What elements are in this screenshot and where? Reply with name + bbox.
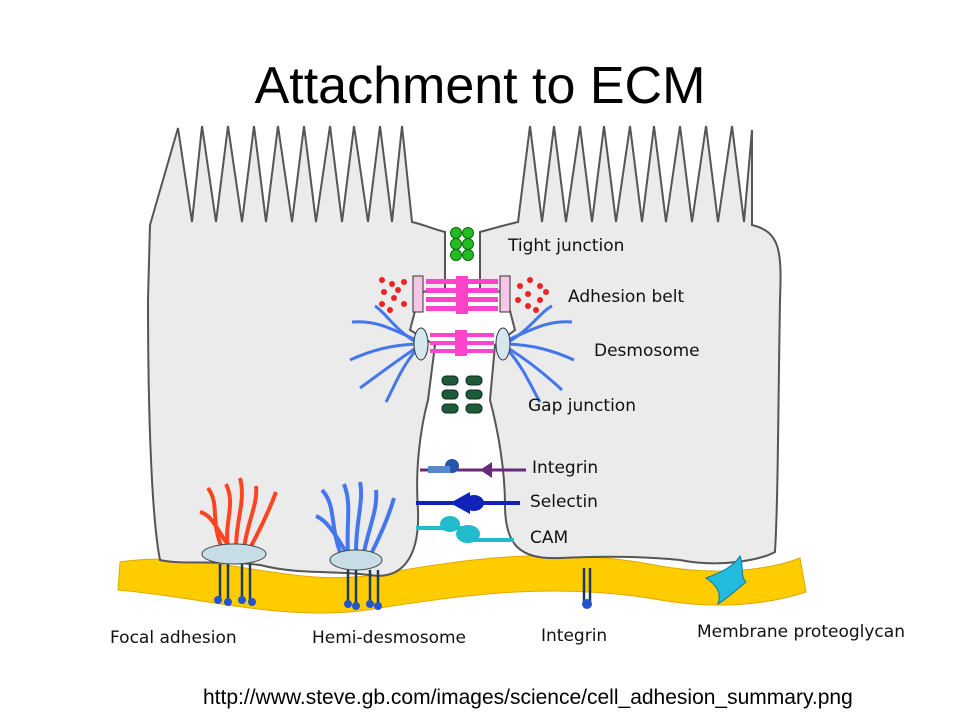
membrane-proteoglycan [704, 554, 747, 606]
bottom-labels: Focal adhesion Hemi-desmosome Integrin M… [110, 622, 905, 648]
focal-adhesion [199, 477, 278, 606]
label-membrane-proteoglycan: Membrane proteoglycan [697, 622, 905, 642]
gap-junction [441, 375, 483, 414]
label-hemi-desmosome: Hemi-desmosome [312, 628, 466, 648]
label-cam: CAM [530, 528, 568, 548]
adhesion-belt [379, 275, 549, 314]
desmosome [349, 304, 575, 403]
label-tight-junction: Tight junction [507, 236, 624, 256]
selectin [416, 492, 520, 514]
label-focal-adhesion: Focal adhesion [110, 628, 237, 648]
slide-title: Attachment to ECM [254, 57, 706, 115]
left-cell [146, 125, 446, 577]
cam [416, 516, 514, 543]
label-selectin: Selectin [530, 492, 598, 512]
cell-cell-integrin [420, 459, 526, 478]
hemi-desmosome [315, 481, 396, 610]
label-adhesion-belt: Adhesion belt [568, 287, 684, 307]
cell-matrix-integrin [582, 568, 592, 609]
junction-labels: Tight junction Adhesion belt Desmosome G… [507, 236, 700, 548]
label-integrin: Integrin [532, 458, 598, 478]
right-cell [479, 125, 782, 565]
label-gap-junction: Gap junction [528, 396, 636, 416]
label-desmosome: Desmosome [594, 341, 700, 361]
label-integrin-bottom: Integrin [541, 626, 607, 646]
tight-junction [450, 227, 474, 261]
source-url: http://www.steve.gb.com/images/science/c… [203, 686, 853, 709]
